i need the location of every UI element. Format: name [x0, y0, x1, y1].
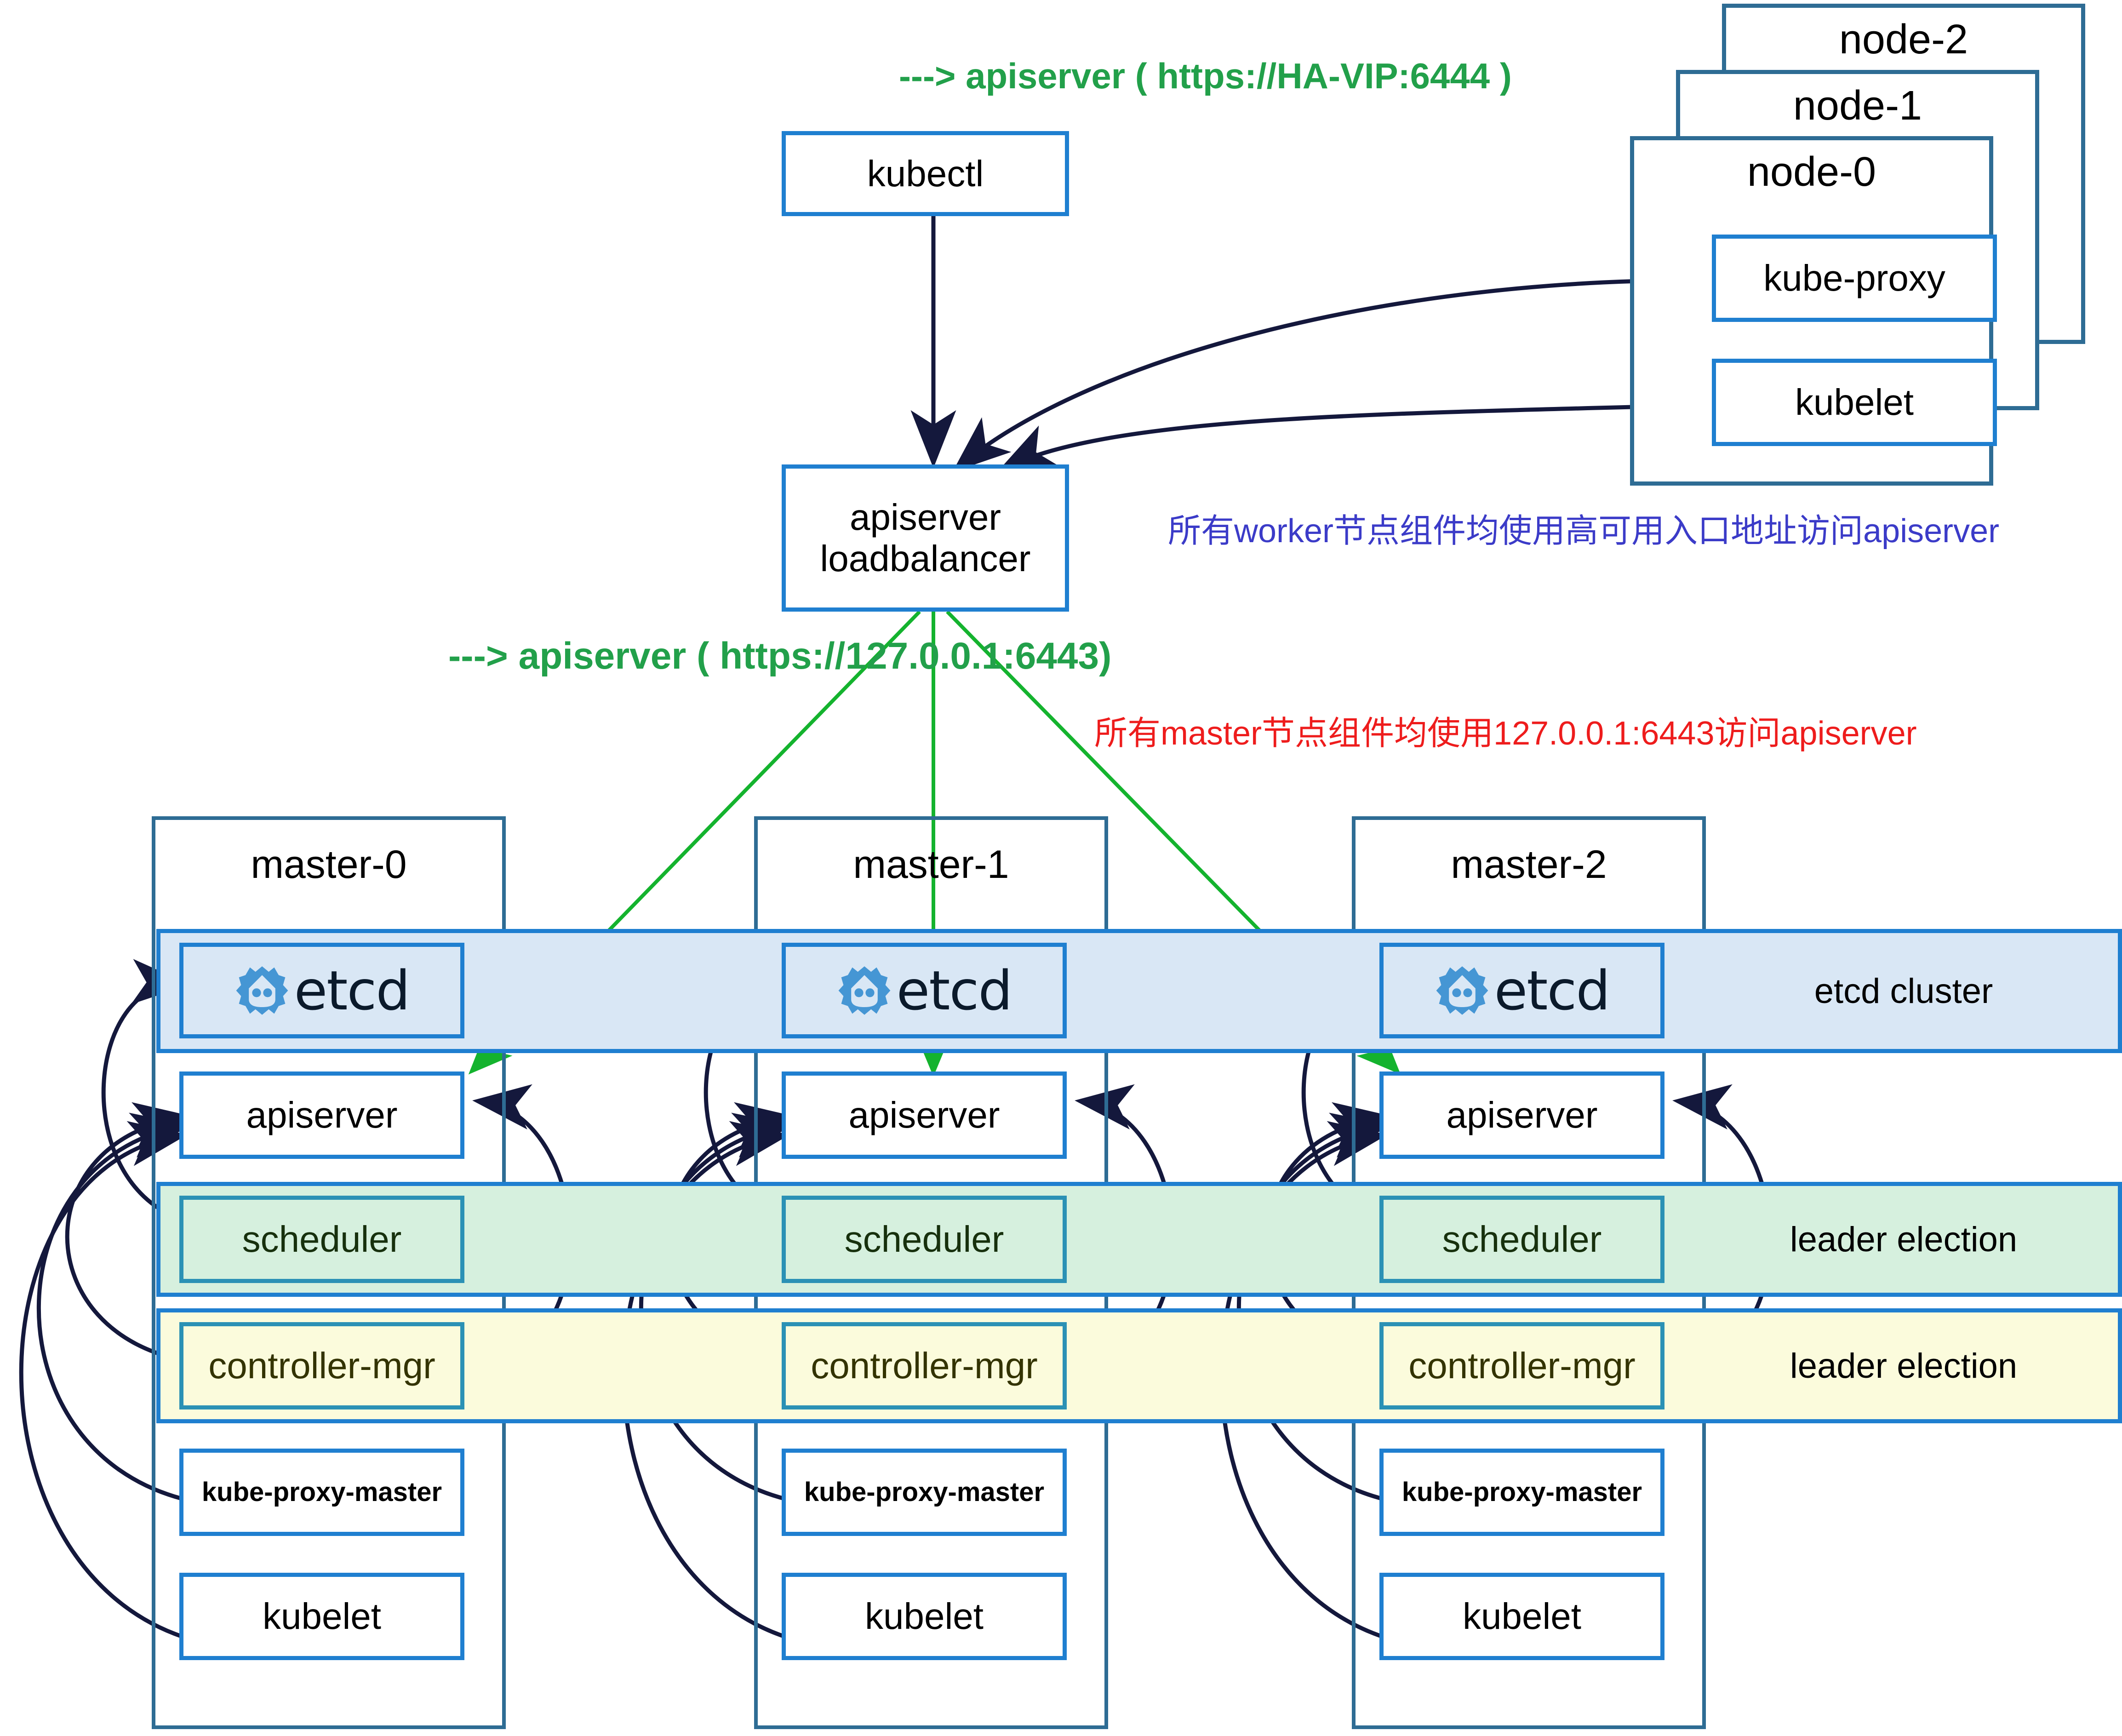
etcd-logo-icon — [236, 966, 288, 1015]
master-0-kubelet-label: kubelet — [263, 1596, 381, 1637]
etcd-logo-icon — [1436, 966, 1488, 1015]
master-1-kubelet-label: kubelet — [865, 1596, 984, 1637]
master-2-controller-mgr-box[interactable]: controller-mgr — [1379, 1322, 1664, 1409]
master-label-2: master-2 — [1451, 842, 1607, 887]
master-1-kube-proxy-master-box[interactable]: kube-proxy-master — [782, 1449, 1067, 1536]
master-1-controller-mgr-box[interactable]: controller-mgr — [782, 1322, 1067, 1409]
etcd-cluster-band-label: etcd cluster — [1814, 971, 1993, 1011]
master-2-controller-mgr-label: controller-mgr — [1408, 1345, 1636, 1387]
annotation-local-label: ---> apiserver ( https://127.0.0.1:6443) — [448, 635, 1112, 677]
master-1-scheduler-box[interactable]: scheduler — [782, 1196, 1067, 1283]
master-0-apiserver-box[interactable]: apiserver — [179, 1071, 464, 1159]
master-0-etcd-label: etcd — [294, 958, 411, 1022]
scheduler-election-band — [156, 1182, 2122, 1297]
etcd-logo-icon — [838, 966, 891, 1015]
master-1-scheduler-label: scheduler — [844, 1219, 1004, 1260]
master-1-controller-mgr-label: controller-mgr — [811, 1345, 1038, 1387]
annotation-vip-label: ---> apiserver ( https://HA-VIP:6444 ) — [899, 56, 1512, 96]
master-2-kubelet-box[interactable]: kubelet — [1379, 1573, 1664, 1660]
master-2-kube-proxy-master-box[interactable]: kube-proxy-master — [1379, 1449, 1664, 1536]
master-0-etcd-inner: etcd — [235, 960, 410, 1021]
annotation-master-note: 所有master节点组件均使用127.0.0.1:6443访问apiserver — [1094, 715, 1917, 752]
worker-node-label-2: node-2 — [1839, 17, 1968, 63]
master-0-scheduler-label: scheduler — [242, 1219, 402, 1260]
node-kube-proxy-box[interactable]: kube-proxy — [1712, 235, 1997, 322]
master-1-etcd-label: etcd — [896, 958, 1013, 1022]
master-2-etcd-label: etcd — [1494, 958, 1611, 1022]
kubectl-box[interactable]: kubectl — [782, 131, 1069, 216]
master-1-kubelet-box[interactable]: kubelet — [782, 1573, 1067, 1660]
master-1-kube-proxy-master-label: kube-proxy-master — [804, 1477, 1045, 1507]
worker-node-label-1: node-1 — [1793, 83, 1922, 129]
master-2-etcd-inner: etcd — [1435, 960, 1610, 1021]
kubectl-label: kubectl — [867, 153, 984, 194]
master-0-kube-proxy-master-box[interactable]: kube-proxy-master — [179, 1449, 464, 1536]
master-1-apiserver-box[interactable]: apiserver — [782, 1071, 1067, 1159]
master-0-etcd-box[interactable]: etcd — [179, 943, 464, 1038]
loadbalancer-label-line2: loadbalancer — [820, 538, 1031, 579]
node-kubelet-box[interactable]: kubelet — [1712, 359, 1997, 446]
node-kube-proxy-label: kube-proxy — [1763, 258, 1945, 299]
apiserver-loadbalancer-box[interactable]: apiserver loadbalancer — [782, 464, 1069, 612]
master-2-kube-proxy-master-label: kube-proxy-master — [1401, 1477, 1642, 1507]
controller-election-band-label: leader election — [1790, 1346, 2018, 1386]
master-2-apiserver-label: apiserver — [1446, 1094, 1598, 1136]
master-2-apiserver-box[interactable]: apiserver — [1379, 1071, 1664, 1159]
master-0-controller-mgr-box[interactable]: controller-mgr — [179, 1322, 464, 1409]
master-2-scheduler-box[interactable]: scheduler — [1379, 1196, 1664, 1283]
master-1-apiserver-label: apiserver — [848, 1094, 1000, 1136]
master-label-0: master-0 — [251, 842, 407, 887]
controller-election-band — [156, 1308, 2122, 1423]
master-2-etcd-box[interactable]: etcd — [1379, 943, 1664, 1038]
master-2-scheduler-label: scheduler — [1442, 1219, 1602, 1260]
node-kubelet-label: kubelet — [1795, 382, 1914, 423]
master-0-apiserver-label: apiserver — [246, 1094, 398, 1136]
master-0-scheduler-box[interactable]: scheduler — [179, 1196, 464, 1283]
master-0-controller-mgr-label: controller-mgr — [208, 1345, 435, 1387]
scheduler-election-band-label: leader election — [1790, 1220, 2018, 1259]
annotation-worker-note: 所有worker节点组件均使用高可用入口地址访问apiserver — [1168, 513, 2000, 550]
master-1-etcd-inner: etcd — [837, 960, 1012, 1021]
master-2-kubelet-label: kubelet — [1463, 1596, 1581, 1637]
etcd-cluster-band — [156, 929, 2122, 1053]
master-0-kube-proxy-master-label: kube-proxy-master — [201, 1477, 442, 1507]
master-label-1: master-1 — [853, 842, 1009, 887]
loadbalancer-label-line1: apiserver — [849, 497, 1001, 538]
master-0-kubelet-box[interactable]: kubelet — [179, 1573, 464, 1660]
master-1-etcd-box[interactable]: etcd — [782, 943, 1067, 1038]
worker-node-label-0: node-0 — [1747, 149, 1876, 195]
